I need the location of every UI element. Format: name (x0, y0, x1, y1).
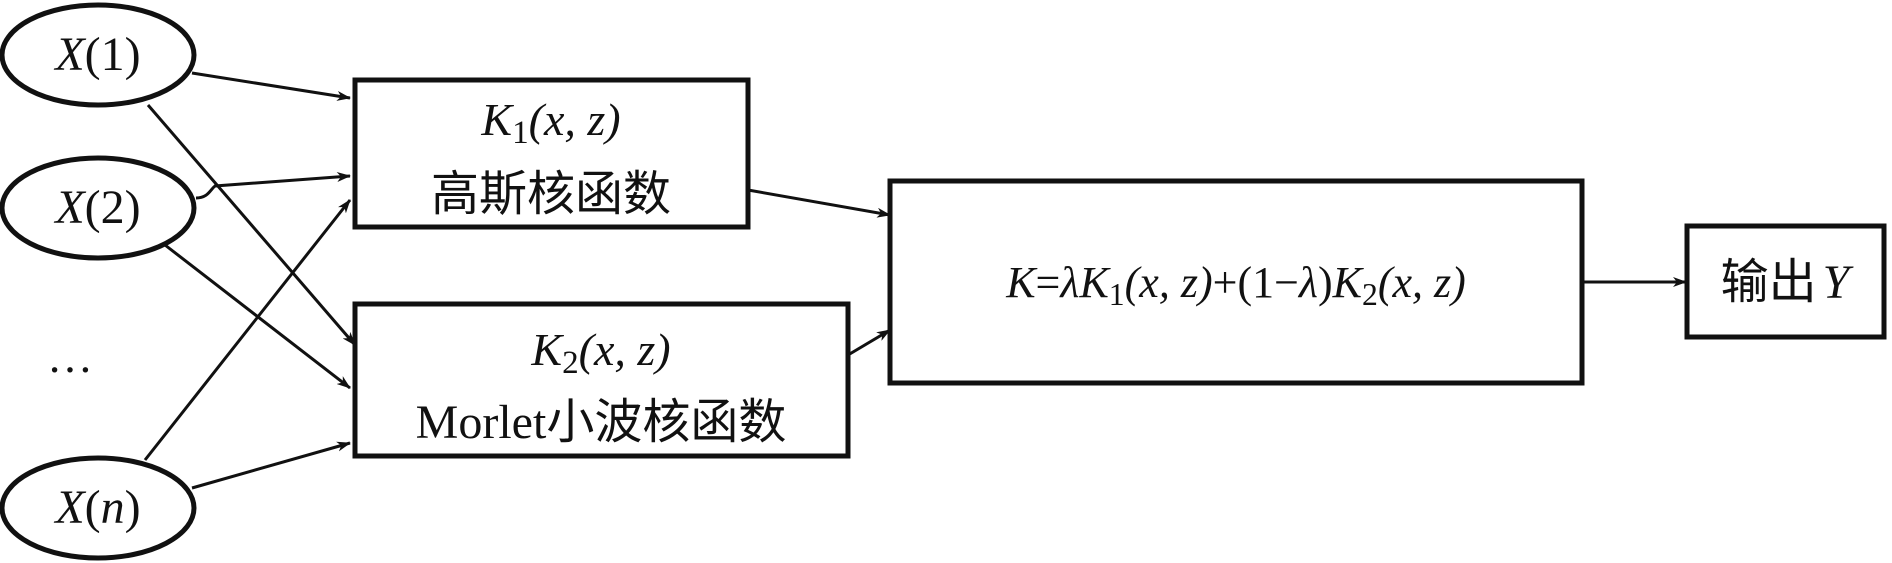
combined-k2: K (1332, 258, 1365, 307)
combined-args2: (x, z) (1378, 258, 1466, 307)
input-node-n: X(n) (0, 455, 197, 561)
edge-xn-to-k1 (143, 199, 352, 461)
inputs-ellipsis: … (47, 331, 93, 382)
svg-text:K2(x, z): K2(x, z) (530, 324, 670, 381)
svg-text:X(2): X(2) (53, 181, 140, 234)
edge-x1-to-k1 (191, 71, 351, 101)
edge-k2-to-combined (847, 328, 891, 357)
output-var: Y (1823, 256, 1854, 309)
input-2-arg: 2 (101, 181, 125, 234)
input-n-var: X (53, 481, 86, 534)
input-node-2: X(2) (0, 155, 197, 261)
combined-k1: K (1078, 258, 1111, 307)
connections (143, 71, 1687, 490)
svg-text:X(n): X(n) (53, 481, 140, 534)
combined-args1: (x, z) (1125, 258, 1213, 307)
k1-func: K (480, 94, 514, 145)
gaussian-kernel-box: K1(x, z) 高斯核函数 (352, 77, 751, 230)
edge-x2-to-k1 (195, 171, 351, 200)
input-n-arg: n (101, 481, 125, 534)
svg-text:X(1): X(1) (53, 28, 140, 81)
edge-x1-to-k2 (146, 104, 357, 346)
edge-k1-to-combined (747, 188, 891, 218)
input-node-1: X(1) (0, 2, 197, 108)
k2-args: (x, z) (579, 324, 671, 375)
input-1-arg: 1 (101, 28, 125, 81)
k1-sub: 1 (512, 114, 529, 151)
morlet-kernel-box: K2(x, z) Morlet小波核函数 (352, 301, 851, 459)
combined-lhs: K (1005, 258, 1038, 307)
combined-sub1: 1 (1109, 277, 1125, 312)
combined-close: ) (1318, 258, 1333, 307)
combined-lambda2: λ (1297, 258, 1318, 307)
k2-label: Morlet小波核函数 (416, 396, 787, 449)
k1-args: (x, z) (529, 94, 621, 145)
combined-eq: = (1036, 258, 1061, 307)
svg-text:K=λK1(x, z)+(1−λ)K2(x, z): K=λK1(x, z)+(1−λ)K2(x, z) (1005, 258, 1466, 312)
combined-lambda: λ (1058, 258, 1079, 307)
input-1-var: X (53, 28, 86, 81)
combined-sub2: 2 (1362, 277, 1378, 312)
combined-kernel-box: K=λK1(x, z)+(1−λ)K2(x, z) (887, 178, 1585, 386)
edge-xn-to-k2 (191, 441, 351, 490)
output-label: 输出 (1721, 256, 1817, 309)
k2-func: K (530, 324, 564, 375)
k2-sub: 2 (562, 344, 579, 381)
combined-plus: + (1213, 258, 1238, 307)
k1-label: 高斯核函数 (431, 168, 671, 221)
svg-text:K1(x, z): K1(x, z) (480, 94, 620, 151)
combined-one-minus: (1− (1237, 258, 1298, 307)
svg-text:输出Y: 输出Y (1721, 256, 1854, 309)
input-2-var: X (53, 181, 86, 234)
